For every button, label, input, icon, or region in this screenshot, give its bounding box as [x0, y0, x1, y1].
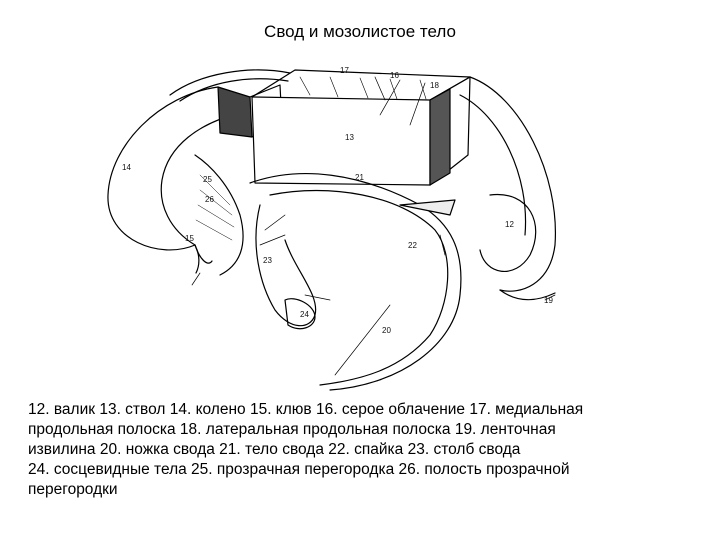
label-26: 26: [205, 195, 214, 204]
label-19: 19: [544, 296, 553, 305]
genu-inner-edge: [194, 244, 213, 264]
label-24: 24: [300, 310, 309, 319]
fasciolar-gyrus: [499, 289, 556, 301]
caption-line: 24. сосцевидные тела 25. прозрачная пере…: [28, 461, 570, 478]
caption-line: продольная полоска 18. латеральная продо…: [28, 421, 556, 438]
rostrum: [194, 244, 200, 274]
label-21: 21: [355, 173, 364, 182]
fornix-body: [249, 172, 462, 391]
splenium-band: [469, 76, 557, 292]
caption-line: перегородки: [28, 481, 118, 498]
mammillary-body: [284, 298, 316, 330]
caption-line: извилина 20. ножка свода 21. тело свода …: [28, 441, 521, 458]
label-22: 22: [408, 241, 417, 250]
trunk-cut-face: [429, 88, 451, 186]
label-23: 23: [263, 256, 272, 265]
label-25: 25: [203, 175, 212, 184]
anatomy-figure: 17 16 18 13 14 25 26 21 12 15 22 23 19 2…: [100, 55, 620, 395]
label-17: 17: [340, 66, 349, 75]
septum-pellucidum: [194, 154, 244, 276]
fornix-commissure: [399, 199, 456, 216]
fornix-crus: [269, 189, 449, 386]
label-12: 12: [505, 220, 514, 229]
label-20: 20: [382, 326, 391, 335]
label-16: 16: [390, 71, 399, 80]
figure-caption: 12. валик 13. ствол 14. колено 15. клюв …: [28, 400, 700, 500]
longitudinal-striae-left: [169, 69, 291, 96]
fornix-column: [255, 204, 317, 327]
caption-line: 12. валик 13. ствол 14. колено 15. клюв …: [28, 401, 584, 418]
label-15: 15: [185, 234, 194, 243]
fornix-corpus-callosum-drawing: 17 16 18 13 14 25 26 21 12 15 22 23 19 2…: [107, 66, 557, 391]
genu-outline: [107, 86, 241, 251]
left-block-face: [217, 86, 253, 138]
trunk-block: [251, 96, 431, 186]
label-18: 18: [430, 81, 439, 90]
label-14: 14: [122, 163, 131, 172]
figure-title: Свод и мозолистое тело: [264, 22, 456, 41]
splenium-outline: [479, 193, 537, 272]
label-13: 13: [345, 133, 354, 142]
